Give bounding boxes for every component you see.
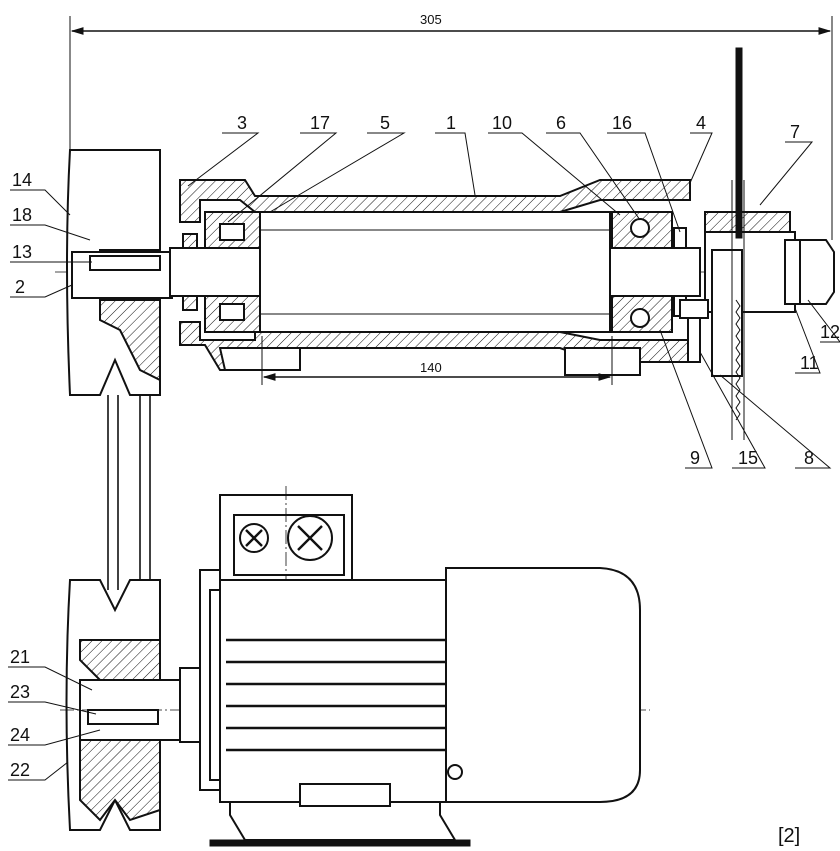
part-label-2: 2 xyxy=(15,277,25,297)
fan-cover xyxy=(445,567,641,803)
saw-blade xyxy=(735,47,743,239)
part-label-13: 13 xyxy=(12,242,32,262)
part-label-7: 7 xyxy=(790,122,800,142)
dimension-overall-label: 305 xyxy=(420,12,442,27)
part-label-3: 3 xyxy=(237,113,247,133)
leader-lines xyxy=(8,132,840,781)
part-labels: 14 18 13 2 3 17 5 1 10 6 16 4 7 12 11 8 … xyxy=(10,113,840,780)
part-label-15: 15 xyxy=(738,448,758,468)
motor-body xyxy=(219,579,447,803)
ball-6-top xyxy=(630,218,650,238)
part-label-4: 4 xyxy=(696,113,706,133)
left-seal xyxy=(182,233,198,249)
seal-16 xyxy=(673,227,687,249)
part-label-18: 18 xyxy=(12,205,32,225)
part-label-14: 14 xyxy=(12,170,32,190)
part-label-17: 17 xyxy=(310,113,330,133)
housing-foot-left xyxy=(218,347,301,371)
dimension-140: 140 xyxy=(261,336,613,385)
spindle-assembly xyxy=(55,47,835,440)
upper-pulley-lower-section xyxy=(99,299,161,382)
part-label-12: 12 xyxy=(820,322,840,342)
key-24 xyxy=(87,709,159,725)
bolt-15 xyxy=(687,317,701,363)
saw-hub-8 xyxy=(711,249,743,377)
motor-assembly xyxy=(60,486,650,847)
part-label-9: 9 xyxy=(690,448,700,468)
dimension-bearing-span-label: 140 xyxy=(420,360,442,375)
part-label-1: 1 xyxy=(446,113,456,133)
dimension-305: 305 xyxy=(69,12,833,240)
part-label-24: 24 xyxy=(10,725,30,745)
ball-6-bottom xyxy=(630,308,650,328)
cooling-fins xyxy=(226,638,446,752)
part-label-16: 16 xyxy=(612,113,632,133)
part-label-5: 5 xyxy=(380,113,390,133)
housing-foot-right xyxy=(564,347,641,376)
part-label-8: 8 xyxy=(804,448,814,468)
key-13 xyxy=(89,255,161,271)
source-reference: [2] xyxy=(778,825,800,847)
part-label-11: 11 xyxy=(800,353,819,373)
motor-base xyxy=(209,839,471,847)
part-label-6: 6 xyxy=(556,113,566,133)
part-label-22: 22 xyxy=(10,760,30,780)
nut-12 xyxy=(799,239,835,305)
part-label-23: 23 xyxy=(10,682,30,702)
part-label-10: 10 xyxy=(492,113,512,133)
motor-feet xyxy=(229,801,457,841)
shaft-bore xyxy=(259,211,611,333)
fan-cover-bolt xyxy=(447,764,463,780)
part-label-21: 21 xyxy=(10,647,30,667)
v-belts xyxy=(107,395,151,590)
